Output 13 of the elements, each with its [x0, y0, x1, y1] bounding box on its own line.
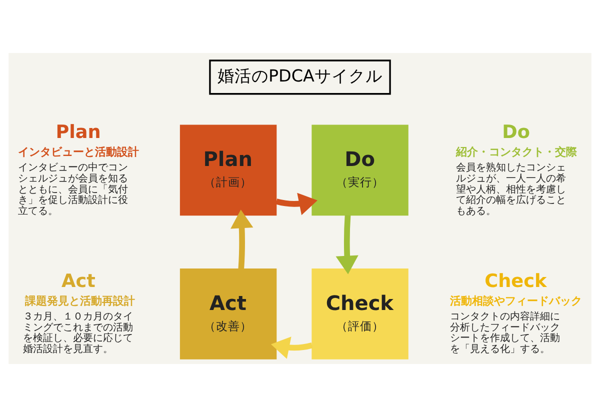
arrow — [336, 215, 358, 274]
node-box: Do （実行） — [312, 124, 408, 216]
diagram-title: 婚活のPDCAサイクル — [217, 66, 382, 86]
arrow — [270, 336, 313, 359]
node-text: Check 活動相談やフィードバック コンタクトの内容詳細に分析したフィードバックシートを作成して、活動を「見える化」する。 — [450, 270, 582, 355]
node-box: Act （改善） — [180, 268, 277, 360]
node-text: Act 課題発見と活動再設計 ３カ月、１０カ月のタイミングでこれまでの活動を検証し、必要に応じて婚活設計を見直す。 — [23, 270, 135, 355]
arrow — [276, 192, 318, 216]
node-text: Do 紹介・コンタクト・交際 会員を熟知したコンシェルジュが、一人一人の希望や人柄、相性を考慮して紹介の幅を広げることもある。 — [456, 122, 577, 218]
arrow — [230, 210, 254, 269]
node-text: Plan インタビューと活動設計 インタビューの中でコンシェルジュが会員を知るとともに、会員に「気付き」を促し活動設計に役立てる。 — [18, 122, 140, 218]
node-box: Plan （計画） — [180, 124, 277, 216]
node-box: Check （評価） — [312, 268, 408, 360]
